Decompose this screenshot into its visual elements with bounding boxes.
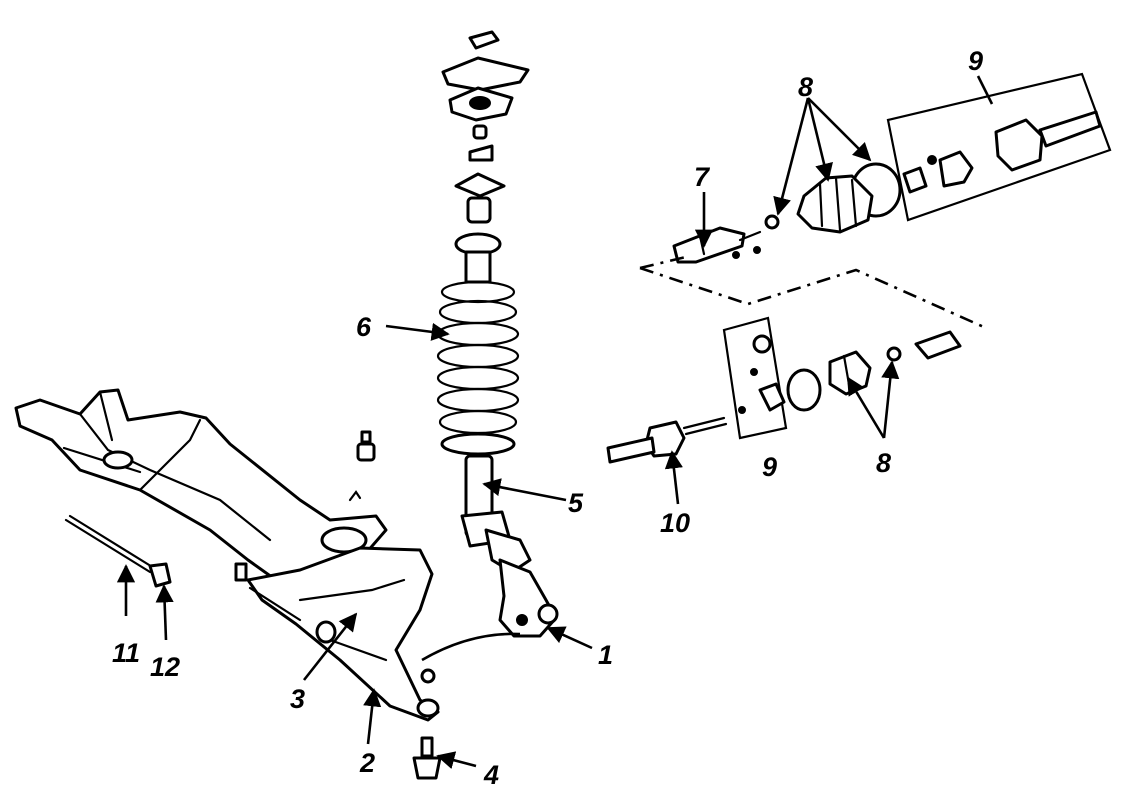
inner-joint-kit-lower xyxy=(722,316,788,440)
outer-joint-lower xyxy=(606,416,728,464)
steering-knuckle xyxy=(498,558,559,638)
stabilizer-bar xyxy=(64,514,172,588)
callout-11: 11 xyxy=(112,638,140,668)
axle-group-frame-left xyxy=(639,254,691,270)
callout-1: 1 xyxy=(598,640,613,670)
inner-joint-kit-upper xyxy=(886,72,1112,222)
cv-boot-lower xyxy=(786,330,962,412)
callout-2: 2 xyxy=(359,748,375,778)
ball-joint xyxy=(412,736,442,780)
callout-3: 3 xyxy=(290,684,305,714)
strut-top-mount xyxy=(441,30,530,224)
callout-5: 5 xyxy=(568,488,584,518)
callout-7: 7 xyxy=(694,162,711,192)
callout-12: 12 xyxy=(150,652,180,682)
nut xyxy=(356,430,376,462)
coil-spring xyxy=(436,232,520,456)
lower-control-arm xyxy=(246,546,440,722)
callout-9-lower: 9 xyxy=(762,452,777,482)
callout-labels: 1 2 3 4 5 6 7 8 8 9 9 10 11 12 xyxy=(112,46,983,790)
callout-4: 4 xyxy=(483,760,499,790)
callout-10: 10 xyxy=(660,508,690,538)
axle-group-frame xyxy=(639,266,987,330)
crossmember xyxy=(14,388,388,582)
strut-body xyxy=(460,454,532,574)
washer xyxy=(348,490,362,502)
cv-boot-upper xyxy=(764,162,902,234)
callout-8-lower: 8 xyxy=(876,448,891,478)
leader-lines xyxy=(116,75,994,769)
callout-9-upper: 9 xyxy=(968,46,983,76)
callout-8-upper: 8 xyxy=(798,72,813,102)
outer-joint-upper xyxy=(672,226,762,264)
callout-6: 6 xyxy=(356,312,372,342)
